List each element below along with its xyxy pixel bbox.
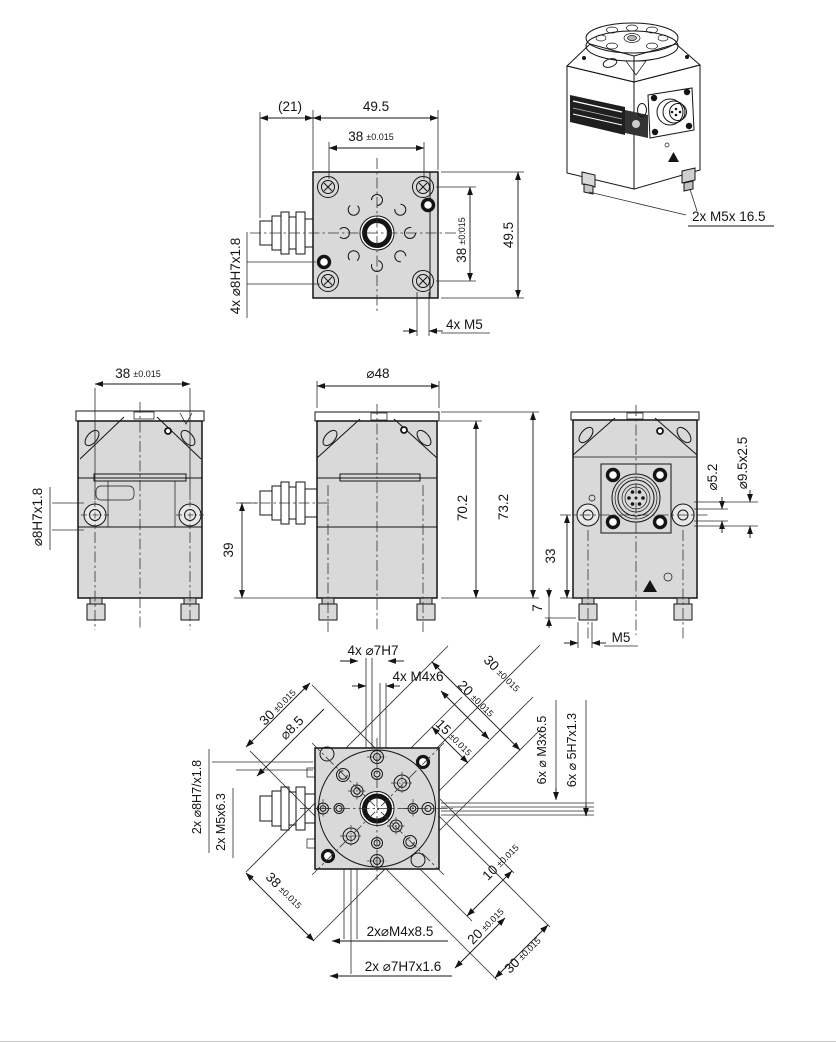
front-view-dimension-lines — [234, 381, 539, 599]
dim-33: 33 — [543, 548, 558, 563]
bottom-view: 4x ⌀7H7 4x M4x6 30±0.015 20±0.015 15±0.0… — [190, 643, 594, 981]
top-view: (21) 49.5 38±0.015 38±0.015 49.5 4x M5 4… — [228, 99, 524, 336]
dim-38-right: 38±0.015 — [454, 217, 469, 263]
dim-4x-7h7: 4x ⌀7H7 — [348, 643, 399, 658]
dim-73-2: 73.2 — [496, 494, 511, 520]
dim-38-top: 38±0.015 — [348, 129, 394, 144]
dim-4x-8h7: 4x ⌀8H7x1.8 — [228, 238, 243, 314]
dim-2x-7h7x1-6: 2x ⌀7H7x1.6 — [365, 959, 441, 974]
right-view-dimension-lines — [545, 490, 758, 648]
warning-triangle-icon — [643, 580, 657, 592]
top-view-corner-screws — [317, 176, 434, 292]
dim-21: (21) — [278, 99, 302, 114]
dim-m5-foot: M5 — [612, 630, 631, 645]
dim-38-bottom-left: 38±0.015 — [263, 869, 306, 912]
dim-height-49-5: 49.5 — [501, 222, 516, 248]
iso-label-sticker — [570, 95, 648, 138]
top-view-torx-screws — [316, 197, 436, 270]
bottom-view-dimension-lines — [208, 658, 589, 979]
dim-39: 39 — [221, 542, 236, 557]
dim-8h7x1-8: ⌀8H7x1.8 — [30, 488, 45, 546]
bottom-view-holes — [314, 747, 435, 871]
dim-70-2: 70.2 — [455, 495, 470, 521]
bottom-view-connector — [259, 767, 318, 849]
dim-38-left-view: 38±0.015 — [115, 366, 161, 381]
top-view-connector — [259, 211, 316, 255]
top-view-arc-slots — [338, 194, 416, 272]
dim-4x-m5: 4x M5 — [446, 317, 483, 332]
front-view: ⌀48 39 70.2 73.2 — [221, 366, 539, 632]
iso-warning-triangle-icon — [668, 152, 679, 162]
dim-d48: ⌀48 — [366, 366, 389, 381]
iso-feet — [581, 167, 696, 195]
left-view-dimension-lines — [49, 381, 191, 550]
dim-10-bottom-right: 10±0.015 — [479, 840, 522, 883]
dim-6x-5h7x1-3: 6x ⌀ 5H7x1.3 — [565, 713, 579, 787]
left-view-feet — [86, 597, 200, 621]
right-view-feet — [578, 597, 693, 621]
dim-d5-2: ⌀5.2 — [705, 464, 720, 491]
left-view-dowel-holes — [81, 501, 204, 529]
right-side-view: ⌀5.2 ⌀9.5x2.5 33 7 M5 — [530, 405, 758, 648]
left-side-view: 38±0.015 ⌀8H7x1.8 — [30, 366, 205, 630]
dim-7: 7 — [530, 604, 545, 612]
iso-connector — [637, 87, 695, 139]
dim-2x-8h7x1-8: 2x ⌀8H7/x1.8 — [190, 760, 204, 834]
dim-width-49-5: 49.5 — [363, 99, 389, 114]
bottom-view-corner-holes — [319, 746, 431, 868]
iso-view: 2x M5x 16.5 — [565, 22, 774, 227]
dim-20-bottom-right: 20±0.015 — [464, 904, 507, 947]
dim-2x-m4x8-5: 2x⌀M4x8.5 — [367, 924, 434, 939]
dim-2x-m5x6-3: 2x M5x6.3 — [214, 793, 228, 851]
dim-4x-m4x6: 4x M4x6 — [392, 669, 443, 684]
front-view-slot — [339, 473, 421, 482]
dim-d8-5: ⌀8.5 — [277, 713, 307, 743]
iso-plate-holes — [595, 24, 669, 50]
dim-6x-m3x6-5: 6x ⌀ M3x6.5 — [535, 716, 549, 785]
dim-d9-5x2-5: ⌀9.5x2.5 — [735, 437, 750, 489]
dim-20-top-right: 20±0.015 — [455, 677, 498, 720]
dim-30-bottom-right: 30±0.015 — [501, 933, 544, 976]
dim-2x-m5x16-5: 2x M5x 16.5 — [692, 209, 766, 224]
top-view-dimension-lines — [246, 110, 524, 336]
dim-30-top-right: 30±0.015 — [481, 652, 524, 695]
iso-top-plate — [585, 22, 679, 54]
